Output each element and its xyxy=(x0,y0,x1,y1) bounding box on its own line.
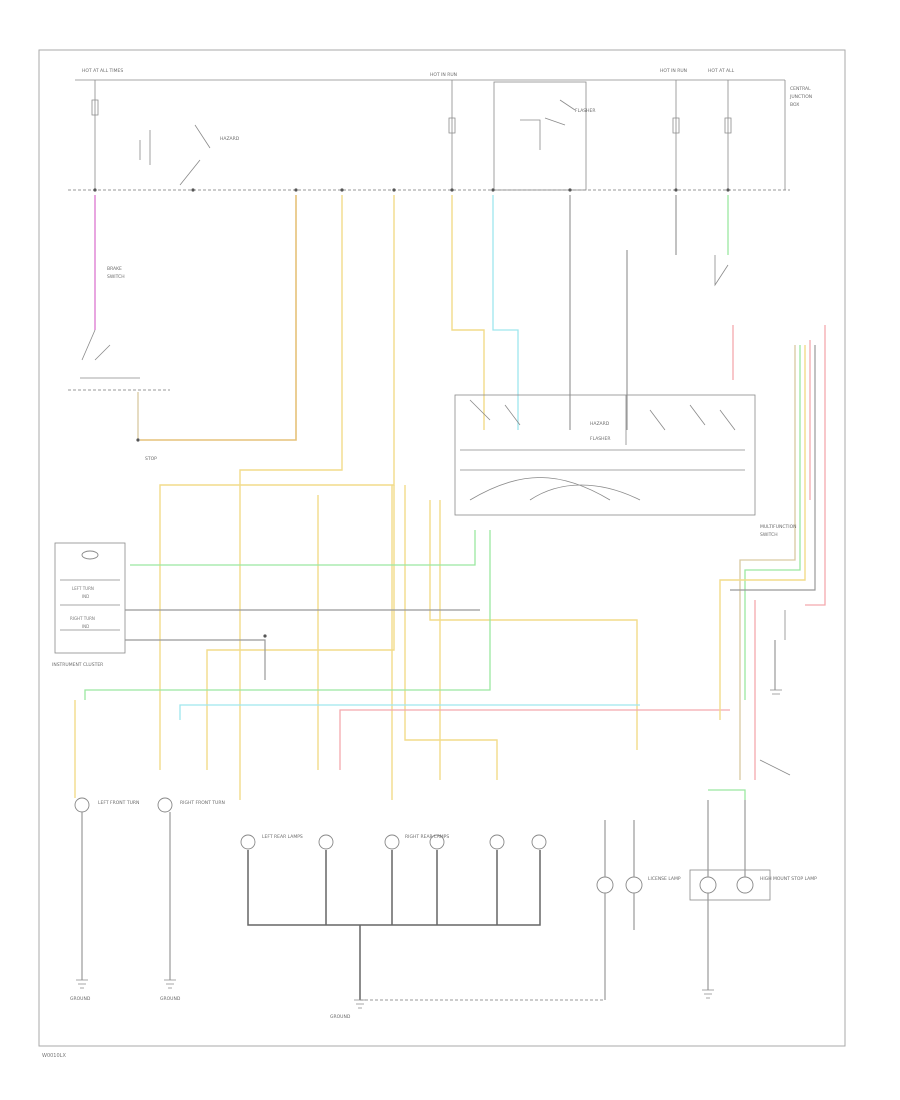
rear-lamp-2 xyxy=(318,834,334,850)
rear-lamp-3 xyxy=(384,834,400,850)
left-rear-label: LEFT REAR LAMPS xyxy=(262,834,303,840)
front-lamps: LEFT FRONT TURN RIGHT FRONT TURN GROUND … xyxy=(70,700,225,1002)
rear-lamp-4 xyxy=(429,834,445,850)
license-lamp: LICENSE LAMP xyxy=(596,820,681,1000)
diagram-border xyxy=(38,49,846,1047)
svg-text:HOT AT ALL TIMES: HOT AT ALL TIMES xyxy=(82,68,123,74)
svg-text:CENTRAL: CENTRAL xyxy=(790,86,811,92)
svg-text:FLASHER: FLASHER xyxy=(575,108,596,114)
footer-code: W0010LX xyxy=(42,1053,66,1059)
svg-text:BRAKE: BRAKE xyxy=(107,266,122,272)
instrument-cluster: LEFT TURN IND RIGHT TURN IND INSTRUMENT … xyxy=(52,542,480,680)
svg-text:HAZARD: HAZARD xyxy=(220,136,240,142)
svg-text:JUNCTION: JUNCTION xyxy=(789,94,812,100)
rear-lamp-6 xyxy=(531,834,547,850)
right-ground: GROUND xyxy=(160,979,181,1002)
multifunction-switch: HAZARD FLASHER MULTIFUNCTION SWITCH xyxy=(454,394,797,538)
fuse-panel: HOT AT ALL TIMES HOT IN RUN HOT IN RUN H… xyxy=(68,68,812,192)
svg-text:SWITCH: SWITCH xyxy=(760,532,778,538)
cluster-left-ind: IND xyxy=(82,594,89,599)
ground-left-label: GROUND xyxy=(70,996,91,1002)
rear-lamp-5 xyxy=(489,834,505,850)
right-front-turn-label: RIGHT FRONT TURN xyxy=(180,800,225,806)
fuse-1 xyxy=(91,80,99,190)
right-rear-label: RIGHT REAR LAMPS xyxy=(405,834,449,840)
panel-connectors xyxy=(93,188,730,192)
flasher-relay xyxy=(139,99,576,186)
brake-switch-branch: BRAKE SWITCH STOP xyxy=(68,195,170,462)
svg-text:HAZARD: HAZARD xyxy=(590,421,610,427)
high-mount-lamp: HIGH MOUNT STOP LAMP xyxy=(689,800,817,999)
svg-text:HOT IN RUN: HOT IN RUN xyxy=(430,72,457,78)
left-front-turn-lamp: LEFT FRONT TURN xyxy=(74,700,139,980)
left-ground: GROUND xyxy=(70,979,91,1002)
right-front-turn-lamp: RIGHT FRONT TURN xyxy=(157,797,225,980)
svg-text:HOT IN RUN: HOT IN RUN xyxy=(660,68,687,74)
svg-text:STOP: STOP xyxy=(145,456,157,462)
cluster-right-label: RIGHT TURN xyxy=(70,616,95,621)
cluster-left-label: LEFT TURN xyxy=(72,586,94,591)
ground-main-label: GROUND xyxy=(330,1014,351,1020)
fuse-3 xyxy=(672,80,680,190)
svg-text:BOX: BOX xyxy=(790,102,799,108)
svg-text:FLASHER: FLASHER xyxy=(590,436,611,442)
harness-wires xyxy=(84,195,826,800)
cluster-right-ind: IND xyxy=(82,624,89,629)
left-front-turn-label: LEFT FRONT TURN xyxy=(98,800,139,806)
svg-text:MULTIFUNCTION: MULTIFUNCTION xyxy=(760,524,797,530)
right-connector xyxy=(714,255,791,776)
high-mount-label: HIGH MOUNT STOP LAMP xyxy=(760,876,817,882)
fuse-2 xyxy=(448,80,456,190)
svg-text:HOT AT ALL: HOT AT ALL xyxy=(708,68,735,74)
ground-right-label: GROUND xyxy=(160,996,181,1002)
rear-lamps: LEFT REAR LAMPS RIGHT REAR LAMPS GROUND xyxy=(240,834,605,1020)
cluster-title: INSTRUMENT CLUSTER xyxy=(52,662,103,668)
license-lamp-label: LICENSE LAMP xyxy=(648,876,681,882)
fuse-4 xyxy=(724,80,732,190)
svg-text:SWITCH: SWITCH xyxy=(107,274,125,280)
rear-lamp-1 xyxy=(240,834,256,850)
